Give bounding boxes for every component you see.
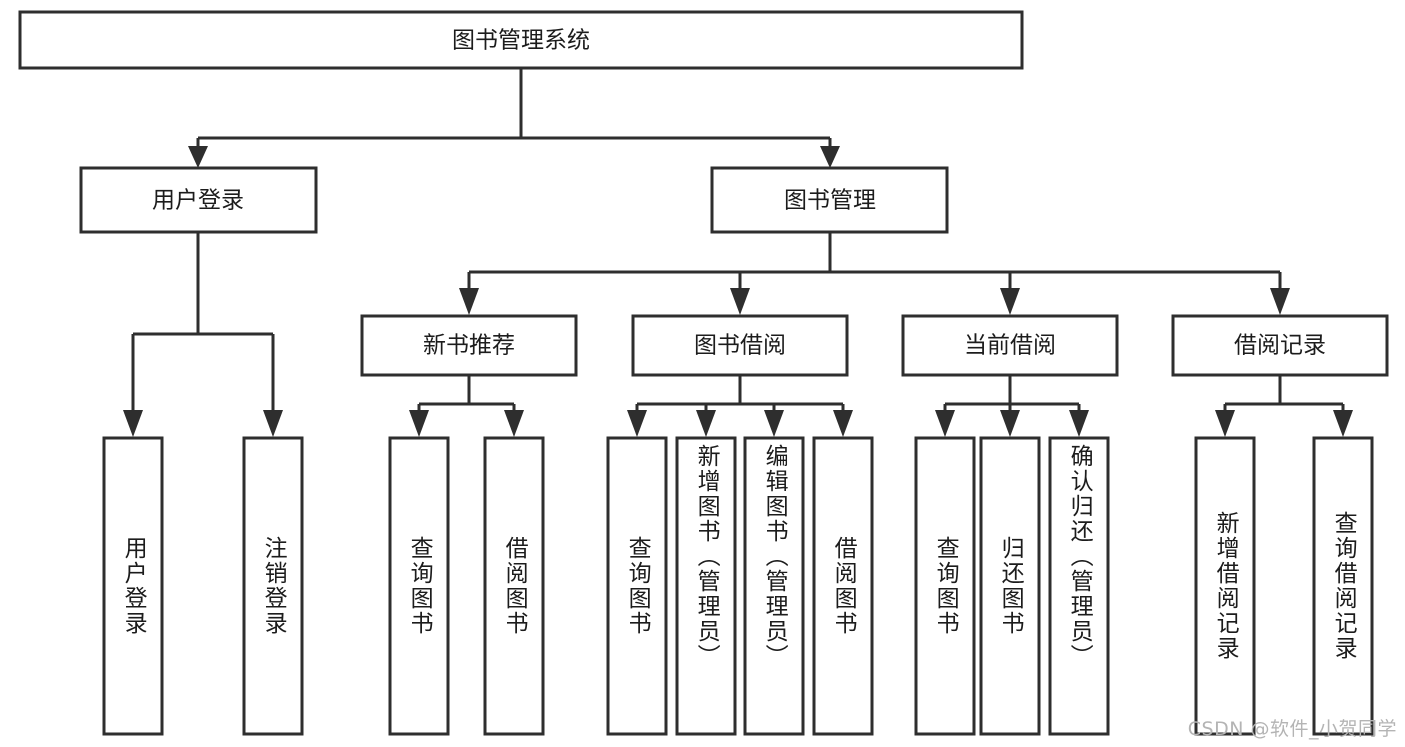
node-user-login-label: 用户登录 [152,188,244,214]
leaf-box-borrow-book-new[interactable] [483,436,545,736]
node-book-borrow-box[interactable] [631,314,849,377]
node-current-borrow[interactable]: 当前借阅 [901,314,1119,377]
node-new-book-recommend-box[interactable] [360,314,578,377]
leaf-box-confirm-return-admin[interactable] [1048,436,1110,736]
arrow-icon-cb-to-l1 [935,410,955,437]
leaf-box-query-book-new[interactable] [388,436,450,736]
node-new-book-recommend-label: 新书推荐 [423,333,515,359]
node-borrow-record-label: 借阅记录 [1234,333,1326,359]
leaf-box-add-borrow-record[interactable] [1194,436,1256,736]
arrow-icon-bm-to-c1 [459,288,479,315]
connector-group-user-login [123,232,283,437]
arrow-icon-cb-to-l3 [1069,410,1089,437]
node-current-borrow-label: 当前借阅 [964,333,1056,359]
leaf-boxes [102,436,1374,736]
leaf-box-query-borrow-record[interactable] [1312,436,1374,736]
arrow-icon-bb-to-l2 [696,410,716,437]
node-root-box[interactable] [18,10,1024,70]
node-borrow-record[interactable]: 借阅记录 [1171,314,1389,377]
node-current-borrow-box[interactable] [901,314,1119,377]
arrow-icon-br-to-l2 [1333,410,1353,437]
leaf-box-borrow-book[interactable] [812,436,874,736]
node-user-login-box[interactable] [79,166,318,234]
connector-group-root [188,68,840,168]
arrow-icon-bb-to-l3 [764,410,784,437]
arrow-icon-bb-to-l1 [627,410,647,437]
connector-group-new-book [409,375,524,437]
arrow-icon-bm-to-c2 [730,288,750,315]
node-book-borrow-label: 图书借阅 [694,333,786,359]
connector-group-current-borrow [935,375,1089,437]
leaf-box-add-book-admin[interactable] [675,436,737,736]
node-borrow-record-box[interactable] [1171,314,1389,377]
node-root[interactable]: 图书管理系统 [18,10,1024,70]
node-user-login[interactable]: 用户登录 [79,166,318,234]
leaf-box-user-login[interactable] [102,436,164,736]
arrow-icon-nb-to-l2 [504,410,524,437]
node-book-borrow[interactable]: 图书借阅 [631,314,849,377]
watermark-text: CSDN @软件_小贺同学 [1187,718,1397,740]
leaf-box-query-book-borrow[interactable] [606,436,668,736]
arrow-icon-ul-to-l2 [263,410,283,437]
node-book-management[interactable]: 图书管理 [710,166,949,234]
leaf-box-logout[interactable] [242,436,304,736]
leaf-box-edit-book-admin[interactable] [743,436,805,736]
arrow-icon-root-to-book-mgmt [820,146,840,168]
node-book-management-box[interactable] [710,166,949,234]
leaf-box-query-book-current[interactable] [914,436,976,736]
node-root-label: 图书管理系统 [452,28,590,54]
connector-group-book-mgmt [459,232,1290,315]
arrow-icon-bm-to-c4 [1270,288,1290,315]
arrow-icon-ul-to-l1 [123,410,143,437]
arrow-icon-bm-to-c3 [1000,288,1020,315]
node-new-book-recommend[interactable]: 新书推荐 [360,314,578,377]
leaf-box-return-book[interactable] [979,436,1041,736]
arrow-icon-bb-to-l4 [833,410,853,437]
arrow-icon-root-to-user-login [188,146,208,168]
arrow-icon-cb-to-l2 [1000,410,1020,437]
arrow-icon-nb-to-l1 [409,410,429,437]
connector-group-borrow-record [1215,375,1353,437]
node-book-management-label: 图书管理 [784,188,876,214]
arrow-icon-br-to-l1 [1215,410,1235,437]
connector-group-book-borrow [627,375,853,437]
